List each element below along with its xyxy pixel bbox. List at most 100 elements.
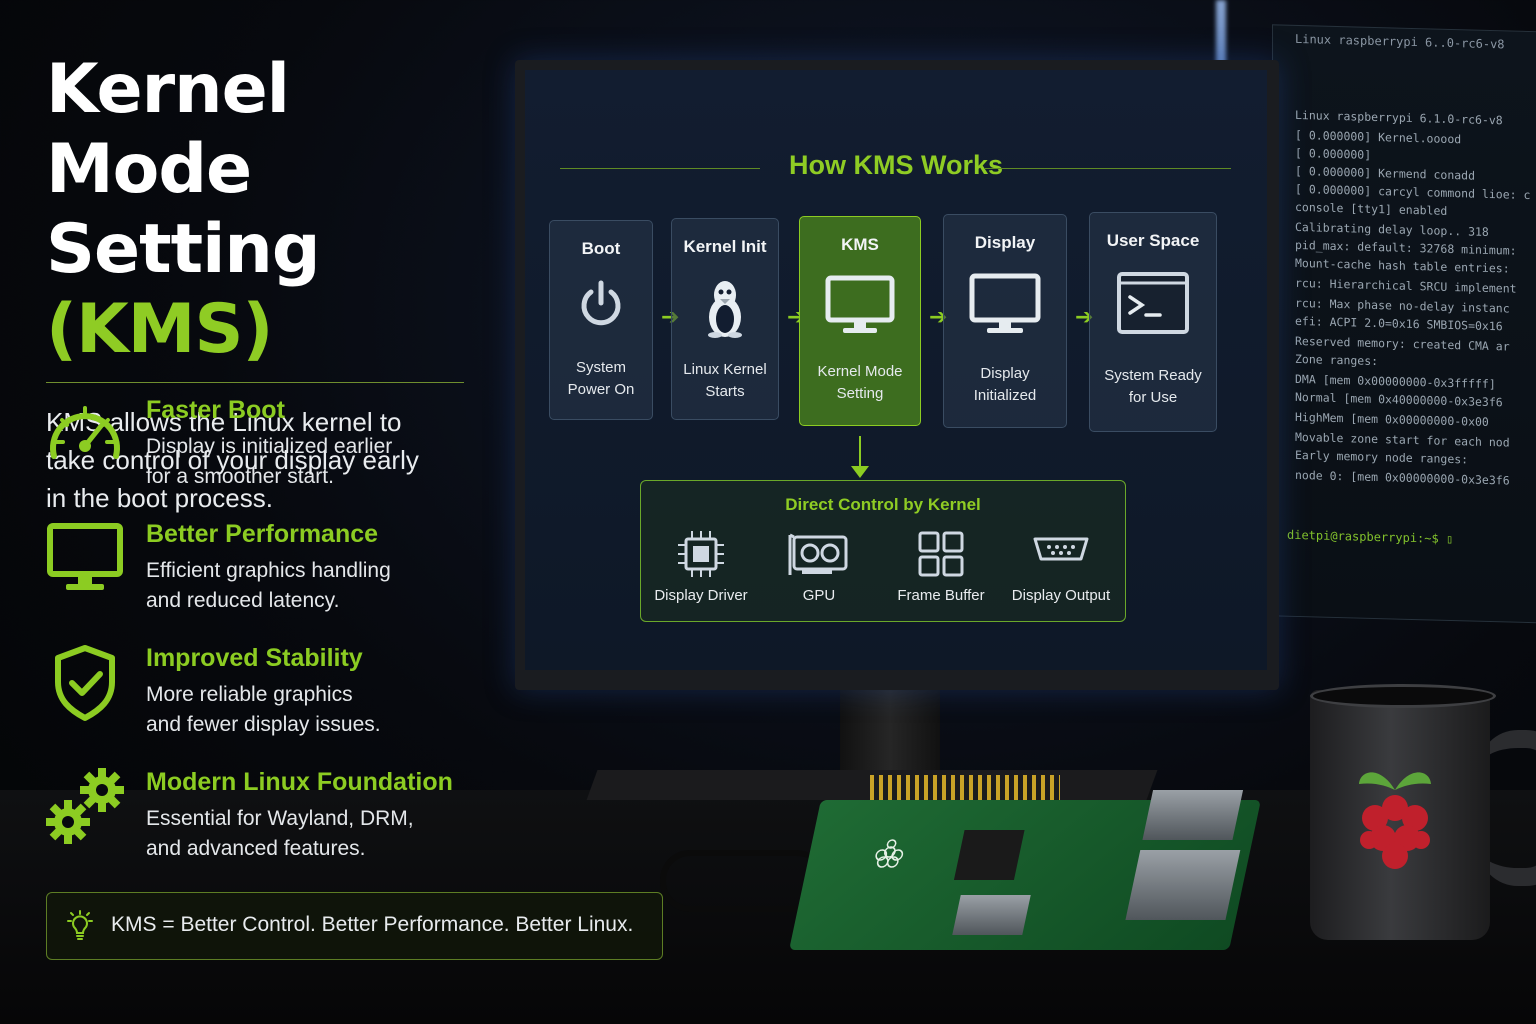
feature-faster-boot: Faster Boot Display is initialized earli… xyxy=(46,396,486,496)
monitor: How KMS Works Boot System Power On ➔ Ker… xyxy=(515,60,1279,690)
monitor-screen: How KMS Works Boot System Power On ➔ Ker… xyxy=(525,70,1267,670)
feature-description: Efficient graphics handling and reduced … xyxy=(146,556,466,616)
title-rule-right xyxy=(985,168,1231,169)
feature-description: Essential for Wayland, DRM, and advanced… xyxy=(146,804,466,864)
step-boot: Boot System Power On xyxy=(549,220,653,420)
terminal-line: [ 0.000000] Kernel.ooood xyxy=(1295,127,1462,147)
step-description: Display Initialized xyxy=(944,363,1066,407)
terminal-line: HighMem [mem 0x00000000-0x00 xyxy=(1295,409,1489,429)
feature-title: Modern Linux Foundation xyxy=(146,768,453,796)
terminal-line: [ 0.000000] Kermend conadd xyxy=(1295,163,1476,183)
feature-title: Faster Boot xyxy=(146,396,285,424)
monitor-icon xyxy=(825,275,895,342)
hdmi-port xyxy=(952,895,1031,935)
step-desc-line: for Use xyxy=(1128,389,1178,406)
step-desc-line: Kernel Mode xyxy=(817,363,903,380)
step-desc-line: Display xyxy=(980,365,1030,382)
monitor-stand xyxy=(840,690,940,780)
step-title: KMS xyxy=(841,235,879,254)
title-line1: Kernel Mode xyxy=(46,50,290,209)
component-label: Display Driver xyxy=(654,587,748,604)
step-kernel-init: Kernel Init Linux Kernel Starts xyxy=(671,218,779,420)
lightbulb-icon xyxy=(63,909,97,948)
intro-text: KMS allows the Linux kernel to take cont… xyxy=(46,403,486,517)
connector-line xyxy=(859,436,861,470)
step-desc-line: Linux Kernel xyxy=(683,361,767,378)
ethernet-port xyxy=(1125,850,1241,920)
step-desc-line: Power On xyxy=(567,381,635,398)
component-display-output: Display Output xyxy=(1001,521,1121,616)
component-display-driver: Display Driver xyxy=(641,521,761,616)
title-rule-left xyxy=(560,168,760,169)
tagline-text: KMS = Better Control. Better Performance… xyxy=(111,913,634,936)
terminal-header: Linux raspberrypi 6..0-rc6-v8 xyxy=(1295,31,1505,52)
feature-title: Improved Stability xyxy=(146,644,363,672)
feature-better-performance: Better Performance Efficient graphics ha… xyxy=(46,520,486,620)
feature-description: More reliable graphics and fewer display… xyxy=(146,680,466,740)
terminal-line: Movable zone start for each nod xyxy=(1295,429,1510,450)
feature-desc-line: and fewer display issues. xyxy=(146,713,381,736)
terminal-line: rcu: Hierarchical SRCU implement xyxy=(1295,275,1517,296)
soc-chip xyxy=(953,830,1025,880)
terminal-line: Early memory node ranges: xyxy=(1295,447,1469,467)
feature-desc-line: Essential for Wayland, DRM, xyxy=(146,807,414,830)
step-desc-line: System xyxy=(575,359,626,376)
feature-desc-line: and reduced latency. xyxy=(146,589,340,612)
terminal-line: node 0: [mem 0x00000000-0x3e3f6 xyxy=(1295,467,1510,488)
title-divider xyxy=(46,382,464,383)
mug-rim xyxy=(1310,684,1496,708)
terminal-line: DMA [mem 0x00000000-0x3fffff] xyxy=(1295,371,1496,392)
gears-icon xyxy=(46,768,126,848)
intro-line: take control of your display early xyxy=(46,445,419,475)
chip-icon xyxy=(676,529,726,584)
tagline-banner: KMS = Better Control. Better Performance… xyxy=(46,892,663,960)
terminal-line: efi: ACPI 2.0=0x16 SMBIOS=0x16 xyxy=(1295,313,1503,334)
terminal-icon xyxy=(1116,271,1190,340)
step-user-space: User Space System Ready for Use xyxy=(1089,212,1217,432)
terminal-line: rcu: Max phase no-delay instanc xyxy=(1295,295,1510,316)
page-title: Kernel Mode Setting (KMS) xyxy=(46,50,486,370)
feature-desc-line: Efficient graphics handling xyxy=(146,559,391,582)
terminal-line: Calibrating delay loop.. 318 xyxy=(1295,219,1489,239)
step-desc-line: Setting xyxy=(836,385,884,402)
direct-control-title: Direct Control by Kernel xyxy=(785,495,981,514)
step-title: Display xyxy=(974,233,1036,252)
power-cable xyxy=(660,850,826,912)
power-icon xyxy=(576,279,626,334)
feature-improved-stability: Improved Stability More reliable graphic… xyxy=(46,644,486,744)
component-label: Display Output xyxy=(1011,587,1111,604)
gpu-icon xyxy=(788,529,850,584)
terminal-line: Linux raspberrypi 6.1.0-rc6-v8 xyxy=(1295,107,1503,128)
raspberry-logo-icon xyxy=(865,830,915,875)
step-description: Kernel Mode Setting xyxy=(800,361,920,405)
monitor-icon xyxy=(46,520,126,600)
background-terminal-monitor: Linux raspberrypi 6..0-rc6-v8 Linux rasp… xyxy=(1272,24,1536,624)
feature-desc-line: for a smoother start. xyxy=(146,465,334,488)
step-desc-line: Initialized xyxy=(973,387,1037,404)
intro-line: in the boot process. xyxy=(46,483,273,513)
step-description: System Power On xyxy=(550,357,652,401)
speedometer-icon xyxy=(46,396,126,476)
diagram-title: How KMS Works xyxy=(788,150,1004,180)
monitor-icon xyxy=(969,273,1041,342)
terminal-line: Mount-cache hash table entries: xyxy=(1295,255,1510,276)
connector-icon xyxy=(1031,529,1091,574)
terminal-line: [ 0.000000] xyxy=(1295,145,1372,162)
direct-control-panel: Direct Control by Kernel Display xyxy=(640,480,1126,622)
terminal-line: [ 0.000000] carcyl commond lioe: c xyxy=(1295,181,1531,203)
grid-icon xyxy=(916,529,966,584)
terminal-prompt: dietpi@raspberrypi:~$ ▯ xyxy=(1287,527,1454,547)
raspberry-pi-board xyxy=(789,790,1261,950)
feature-desc-line: More reliable graphics xyxy=(146,683,353,706)
flow-arrow-icon: ➔ xyxy=(1075,304,1094,329)
step-description: System Ready for Use xyxy=(1090,365,1216,409)
feature-modern-linux-foundation: Modern Linux Foundation Essential for Wa… xyxy=(46,768,486,868)
gpio-pins xyxy=(870,775,1060,803)
step-title: Boot xyxy=(581,239,621,258)
terminal-line: pid_max: default: 32768 minimum: xyxy=(1295,237,1517,258)
feature-title: Better Performance xyxy=(146,520,379,548)
feature-description: Display is initialized earlier for a smo… xyxy=(146,432,466,492)
terminal-line: Zone ranges: xyxy=(1295,351,1379,369)
terminal-line: console [tty1] enabled xyxy=(1295,199,1448,218)
step-kms: KMS Kernel Mode Setting xyxy=(799,216,921,426)
